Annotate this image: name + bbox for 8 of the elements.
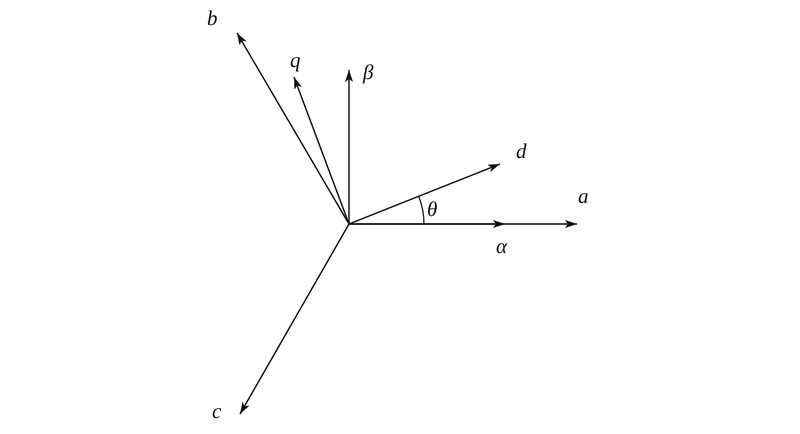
axis-label: c — [212, 401, 222, 422]
axis-label: d — [516, 141, 526, 162]
axis-label: β — [363, 62, 374, 83]
axis-label: b — [207, 8, 218, 29]
angle-label: θ — [427, 199, 438, 220]
axis-label: q — [290, 50, 300, 71]
axis-label: α — [496, 236, 508, 257]
axis-label: a — [578, 186, 588, 207]
